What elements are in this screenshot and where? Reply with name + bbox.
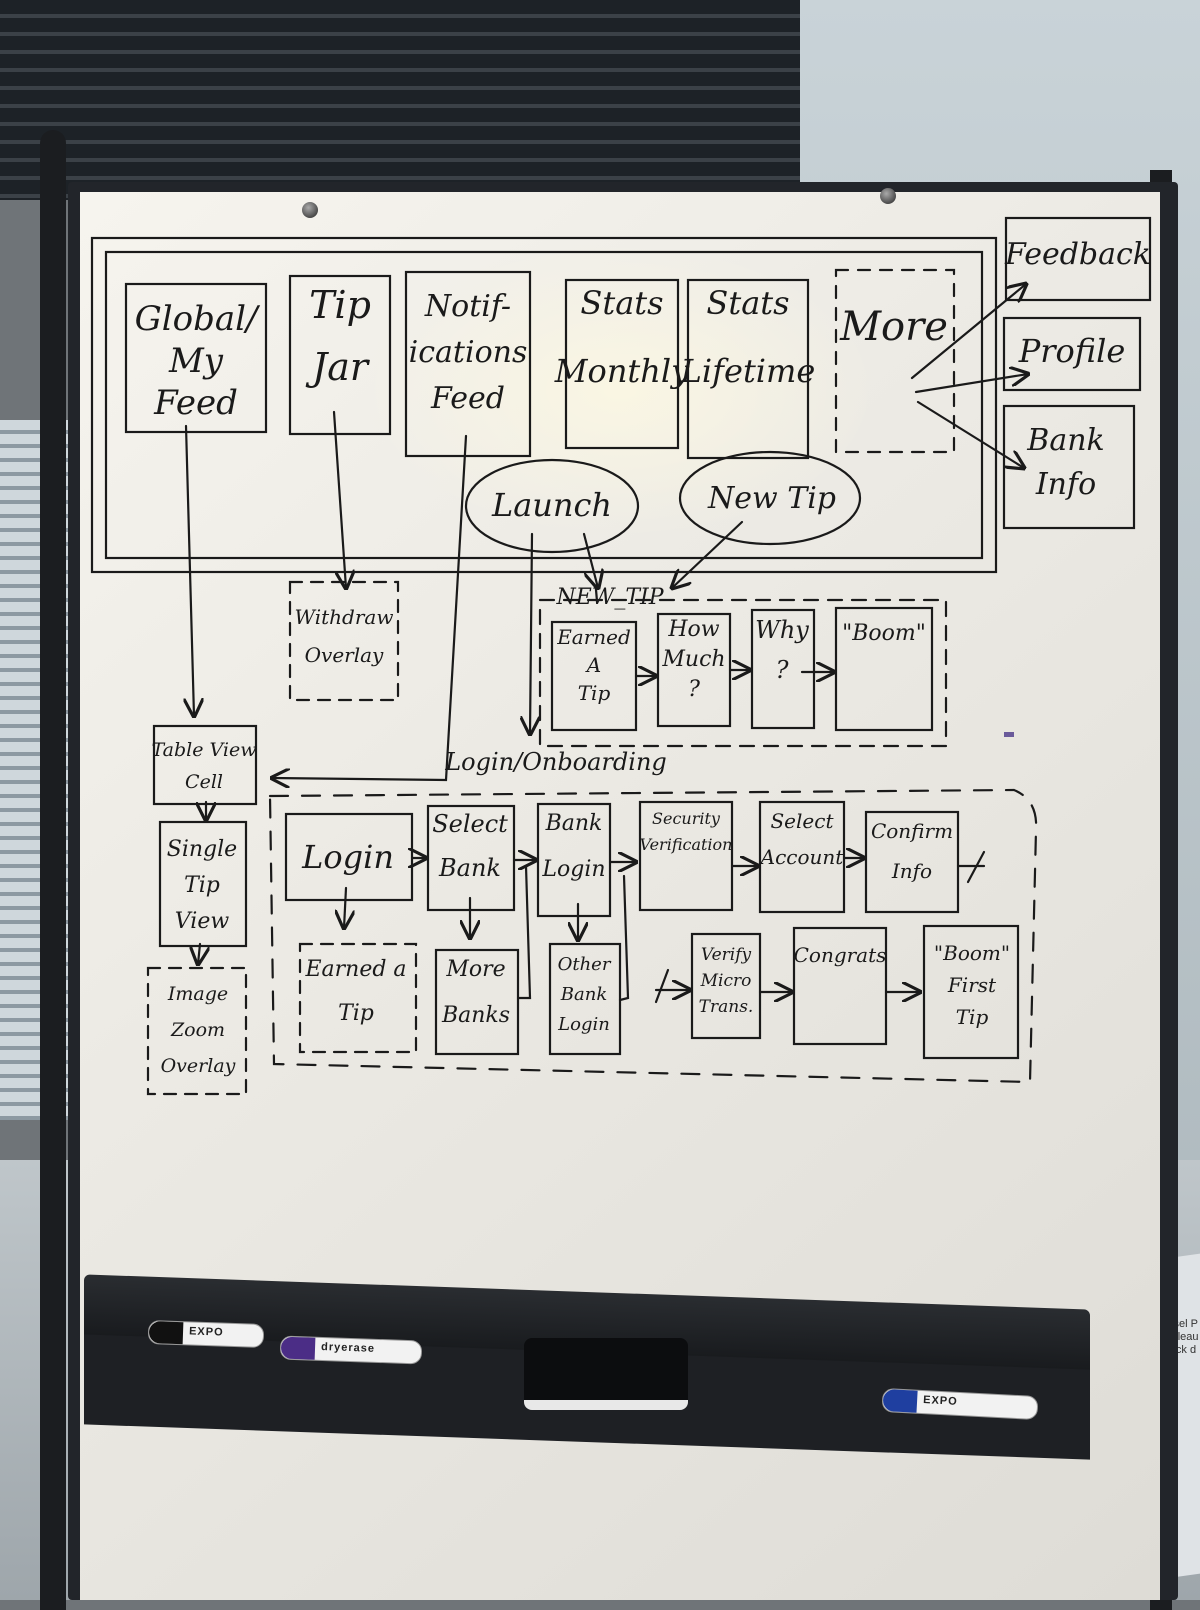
arrow-into-verify-tick: [654, 968, 670, 1004]
label-why: Why?: [755, 616, 809, 684]
label-new-tip-group: NEW_TIP: [555, 585, 664, 610]
screen-box-boom-first-tip: [922, 924, 1020, 1060]
arrow-morebanks-banklogin: [516, 864, 532, 1000]
screen-box-more: [834, 268, 956, 454]
screen-box-earned-a-tip-onboarding: [298, 942, 418, 1054]
event-launch-ellipse: [464, 458, 640, 554]
marker-label: EXPO: [922, 1394, 959, 1408]
arrow-more-feedback: [910, 284, 1026, 380]
arrow-login-earned: [344, 886, 346, 928]
window-blinds: [0, 0, 800, 200]
label-more: More: [839, 304, 948, 350]
screen-box-stats-lifetime: [686, 278, 810, 460]
event-new-tip-ellipse: [678, 450, 862, 546]
label-login-onboarding: Login/Onboarding: [444, 748, 667, 776]
screen-box-notifications: [404, 270, 532, 458]
marker-label: EXPO: [188, 1325, 224, 1339]
screen-box-security-verification: [638, 800, 734, 912]
onboarding-group: [268, 788, 1038, 1084]
label-login: Login: [301, 838, 394, 876]
marker-purple[interactable]: dryerase: [279, 1335, 423, 1365]
screen-box-confirm-info: [864, 810, 960, 914]
screen-box-profile: [1002, 316, 1142, 392]
label-profile: Profile: [1018, 332, 1126, 370]
marker-cap: [148, 1321, 184, 1345]
screen-box-stats-monthly: [564, 278, 680, 450]
marker-label: dryerase: [320, 1340, 376, 1355]
whiteboard-eraser[interactable]: [524, 1338, 688, 1410]
arrow-event-newtip: [672, 520, 744, 588]
screen-box-tipjar: [288, 274, 392, 436]
marker-dot: [1004, 732, 1014, 737]
screen-box-feedback: [1004, 216, 1152, 302]
arrow-other-security: [618, 874, 630, 1002]
screen-box-why: [750, 608, 816, 730]
new-tip-group: [538, 598, 948, 748]
easel-leg-left: [40, 130, 66, 1610]
screen-box-withdraw-overlay: [288, 580, 400, 702]
arrow-more-profile: [914, 374, 1028, 394]
tab-bar-container-inner: [104, 250, 984, 560]
screen-box-feed: [124, 282, 268, 434]
arrow-feed-cell: [186, 424, 194, 716]
label-launch: Launch: [491, 486, 612, 524]
screen-box-boom: [834, 606, 934, 732]
arrow-confirm-out-tick: [966, 850, 986, 884]
arrow-notifications-cell: [272, 434, 468, 780]
label-new-tip: New Tip: [707, 481, 836, 516]
marker-black[interactable]: EXPO: [147, 1319, 265, 1349]
screen-box-image-zoom-overlay: [146, 966, 248, 1096]
label-boom: "Boom": [842, 621, 926, 646]
magnet: [302, 202, 318, 218]
arrow-tipjar-withdraw: [332, 410, 346, 588]
label-congrats: Congrats: [794, 943, 887, 967]
screen-box-bank-login: [536, 802, 612, 918]
arrow-launch-onboarding: [530, 532, 532, 734]
tab-bar-container-outer: [90, 236, 998, 574]
label-feedback: Feedback: [1004, 237, 1151, 272]
arrow-more-bank-info: [916, 400, 1024, 468]
marker-cap: [882, 1388, 918, 1413]
screen-box-more-banks: [434, 948, 520, 1056]
arrow-launch-newtip: [582, 532, 598, 588]
marker-cap: [280, 1336, 316, 1360]
arrow-single-zoom: [198, 942, 200, 964]
screen-box-verify-micro-trans: [690, 932, 762, 1040]
magnet: [880, 188, 896, 204]
screen-box-congrats: [792, 926, 888, 1046]
